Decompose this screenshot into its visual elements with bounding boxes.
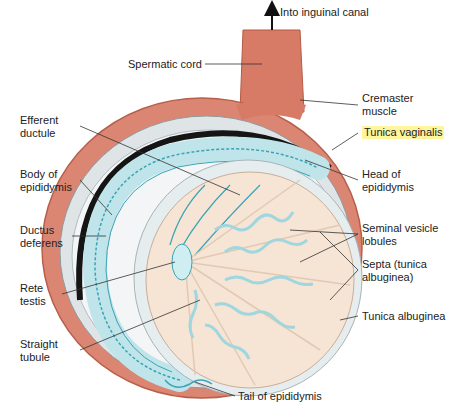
part-label: Tunica albuginea (362, 310, 445, 323)
part-label: Into inguinal canal (280, 6, 369, 19)
tunica-albuginea (134, 160, 362, 396)
part-label: Spermatic cord (128, 58, 202, 71)
part-label: Head of epididymis (362, 168, 427, 194)
part-label: Efferent ductule (20, 114, 80, 140)
part-label: Tail of epididymis (238, 390, 322, 403)
seminiferous-lobules (190, 212, 313, 359)
part-label: Straight tubule (20, 338, 80, 364)
part-label: Body of epididymis (20, 168, 80, 194)
testis (146, 172, 354, 388)
part-label: Seminal vesicle lobules (362, 222, 454, 248)
part-label: Septa (tunica albuginea) (362, 258, 444, 284)
leader-lines (62, 64, 358, 396)
part-label: Cremaster muscle (362, 92, 427, 118)
septa (185, 180, 350, 385)
part-label: Rete testis (20, 282, 60, 308)
cord-junction (236, 99, 306, 121)
part-label: Ductus deferens (20, 224, 76, 250)
part-label: Tunica vaginalis (362, 126, 444, 139)
direction-arrow (271, 8, 273, 30)
epididymis-tail (165, 380, 212, 387)
cremaster-layer (42, 98, 362, 398)
